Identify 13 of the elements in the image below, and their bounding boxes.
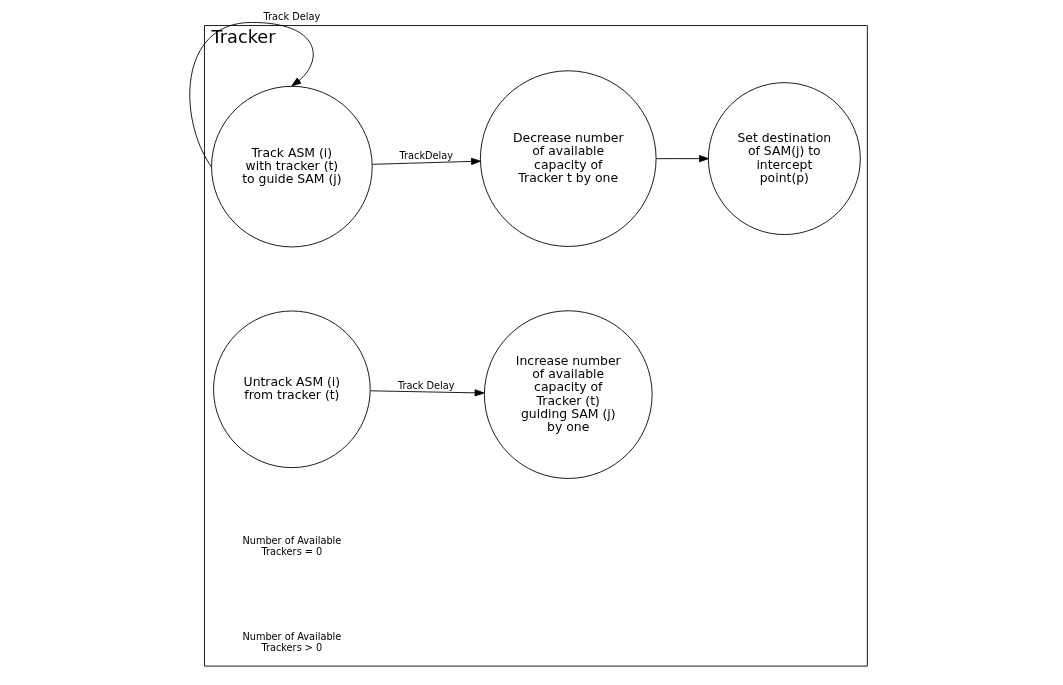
arrow <box>369 389 484 397</box>
edge-label: TrackDelay <box>399 150 453 162</box>
edge-label: Track Delay <box>263 10 320 22</box>
node-circle: Set destination of SAM(j) to intercept point(p) <box>707 82 861 236</box>
node-circle: Untrack ASM (i) from tracker (t) <box>212 310 371 469</box>
node-circle: Decrease number of available capacity of Tracker t by one <box>479 70 657 247</box>
label: Number of Available Trackers > 0 <box>241 631 341 653</box>
arrow <box>655 155 709 163</box>
edge-label: Track Delay <box>397 380 455 392</box>
node-circle: Increase number of available capacity of Tracker (t) guiding SAM (j) by one <box>483 310 653 479</box>
label: Number of Available Trackers = 0 <box>241 535 341 558</box>
node-circle: Track ASM (i) with tracker (t) to guide SAM (j) <box>210 85 373 248</box>
arrow <box>371 157 481 165</box>
